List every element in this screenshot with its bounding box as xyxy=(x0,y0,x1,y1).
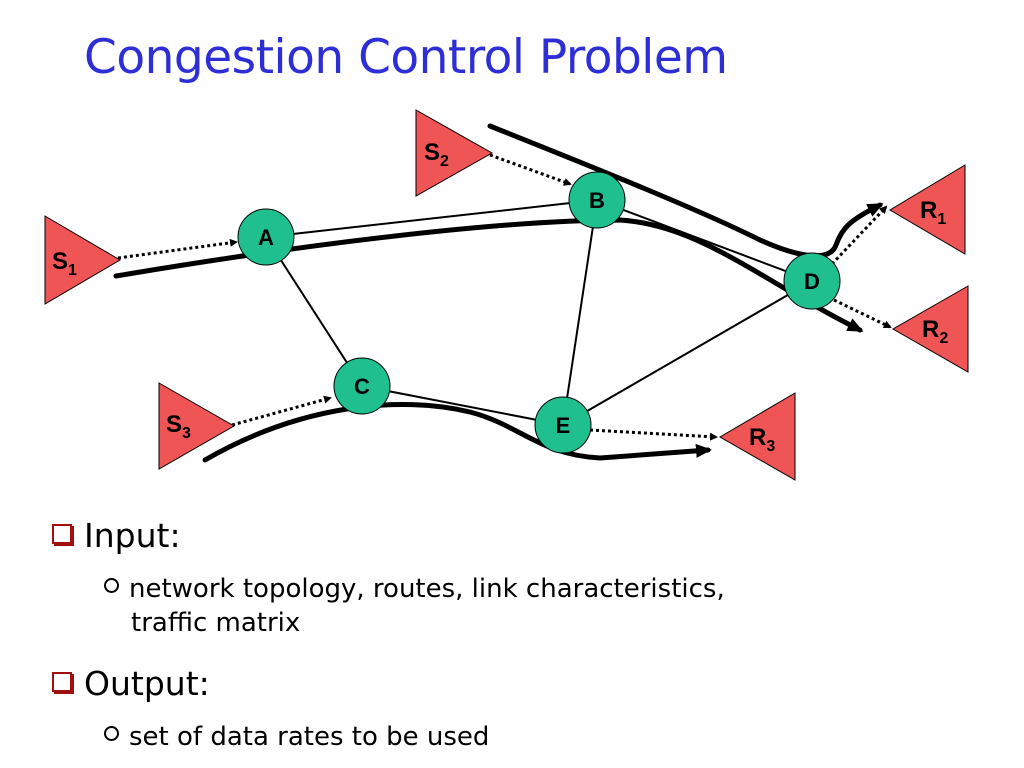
circle-bullet-icon xyxy=(104,578,119,593)
circle-bullet-icon xyxy=(104,726,119,741)
access-s1-a xyxy=(117,238,238,260)
source-s1-subscript: 1 xyxy=(68,262,77,279)
receiver-r2-label: R xyxy=(922,316,939,343)
access-e-r3 xyxy=(589,428,718,441)
source-s3: S3 xyxy=(158,382,236,470)
square-bullet-icon xyxy=(52,524,72,544)
link-c-e xyxy=(361,385,564,426)
link-a-b xyxy=(265,199,598,238)
sub-bullet-input-line2: traffic matrix xyxy=(131,608,301,638)
router-d-label: D xyxy=(804,269,820,294)
source-s2: S2 xyxy=(415,109,494,197)
svg-text:S3: S3 xyxy=(166,411,191,442)
router-a-label: A xyxy=(258,225,274,250)
sub-bullet-input-line1: network topology, routes, link character… xyxy=(129,574,725,604)
router-b-label: B xyxy=(589,188,605,213)
source-s3-subscript: 3 xyxy=(182,425,191,442)
router-b: B xyxy=(568,171,626,229)
bullet-output-label: Output: xyxy=(84,664,210,703)
slide-title: Congestion Control Problem xyxy=(84,30,728,85)
source-s1-label: S xyxy=(52,248,68,275)
router-a: A xyxy=(237,208,295,266)
access-d-r2 xyxy=(833,298,892,329)
source-s2-label: S xyxy=(424,139,440,166)
sub-bullet-output: set of data rates to be used xyxy=(104,720,489,754)
source-s1: S1 xyxy=(44,215,121,305)
svg-text:S2: S2 xyxy=(424,139,449,170)
bullet-output: Output: xyxy=(52,664,210,703)
sub-bullet-output-line1: set of data rates to be used xyxy=(129,722,490,752)
receiver-r1-subscript: 1 xyxy=(937,211,946,228)
network-diagram: A B C D E S1 S2 S3 R1 R2 R3 xyxy=(44,109,969,481)
link-a-c xyxy=(265,236,363,387)
router-e: E xyxy=(534,396,592,454)
sub-bullet-input: network topology, routes, link character… xyxy=(104,572,725,640)
svg-text:R2: R2 xyxy=(922,316,948,347)
svg-text:S1: S1 xyxy=(52,248,77,279)
flow-s2-r1 xyxy=(487,123,884,259)
receiver-r2-subscript: 2 xyxy=(939,330,948,347)
router-e-label: E xyxy=(556,413,571,438)
source-s3-label: S xyxy=(166,411,182,438)
access-links xyxy=(117,153,892,441)
link-b-d xyxy=(596,199,813,282)
svg-text:R3: R3 xyxy=(749,424,775,455)
network-links xyxy=(265,199,813,426)
receiver-r3-label: R xyxy=(749,424,766,451)
square-bullet-icon xyxy=(52,672,72,692)
bullet-input: Input: xyxy=(52,516,181,555)
receiver-r3-subscript: 3 xyxy=(766,438,775,455)
receiver-r2: R2 xyxy=(891,285,969,373)
access-s2-b xyxy=(489,153,572,186)
bullet-input-label: Input: xyxy=(84,516,181,555)
source-s2-subscript: 2 xyxy=(440,153,449,170)
router-c: C xyxy=(333,357,391,415)
receiver-r1: R1 xyxy=(889,164,966,255)
link-b-e xyxy=(562,199,598,426)
link-e-d xyxy=(562,280,813,426)
receiver-r3: R3 xyxy=(719,392,796,481)
access-s3-c xyxy=(231,395,332,427)
router-c-label: C xyxy=(354,374,370,399)
svg-text:R1: R1 xyxy=(920,197,946,228)
access-d-r1 xyxy=(830,205,888,266)
receiver-r1-label: R xyxy=(920,197,937,224)
router-d: D xyxy=(783,252,841,310)
